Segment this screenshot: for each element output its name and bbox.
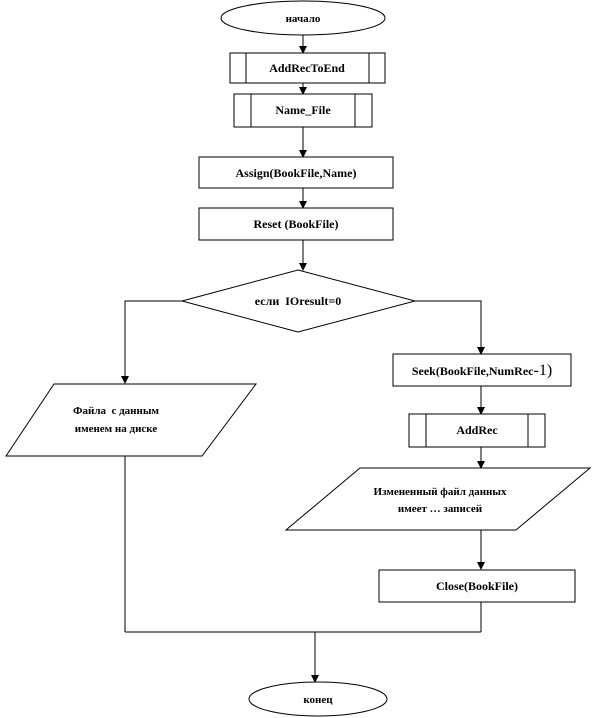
connector-decision-no-branch bbox=[121, 300, 182, 384]
decision-label: если IOresult=0 bbox=[255, 294, 341, 308]
process-assign: Assign(BookFile,Name) bbox=[198, 156, 394, 189]
connectors bbox=[121, 35, 485, 683]
decision-ioresult: если IOresult=0 bbox=[180, 269, 417, 333]
addrec-label: AddRec bbox=[456, 423, 498, 437]
assign-label: Assign(BookFile,Name) bbox=[236, 166, 357, 180]
left-output-line1: Файла с данным bbox=[73, 405, 159, 417]
process-reset: Reset (BookFile) bbox=[198, 207, 394, 241]
predefined-process-namefile: Name_File bbox=[233, 93, 373, 128]
namefile-label: Name_File bbox=[275, 103, 331, 117]
start-terminator: начало bbox=[220, 0, 386, 36]
predefined-process-addrectoend: AddRecToEnd bbox=[229, 52, 386, 84]
end-label: конец bbox=[303, 694, 333, 706]
process-close: Close(BookFile) bbox=[378, 569, 576, 603]
seek-label: Seek(BookFile,NumRec-1) bbox=[412, 362, 552, 379]
seek-label-main: Seek(BookFile,NumRec bbox=[412, 364, 534, 378]
output-modified-file: Измененный файл данных имеет … записей bbox=[284, 467, 592, 531]
start-label: начало bbox=[286, 13, 321, 25]
end-terminator: конец bbox=[248, 681, 388, 717]
addrectoend-label: AddRecToEnd bbox=[269, 61, 345, 75]
process-seek: Seek(BookFile,NumRec-1) bbox=[392, 353, 572, 387]
connector-decision-yes-branch bbox=[415, 300, 485, 355]
close-label: Close(BookFile) bbox=[436, 579, 518, 593]
left-output-line2: именем на диске bbox=[75, 423, 158, 435]
right-output-line1: Измененный файл данных bbox=[374, 486, 507, 498]
right-output-line2: имеет … записей bbox=[398, 503, 483, 515]
seek-label-tail: -1) bbox=[534, 362, 553, 379]
reset-label: Reset (BookFile) bbox=[254, 217, 339, 231]
output-file-not-found: Файла с данным именем на диске bbox=[5, 383, 257, 457]
predefined-process-addrec: AddRec bbox=[408, 413, 546, 448]
